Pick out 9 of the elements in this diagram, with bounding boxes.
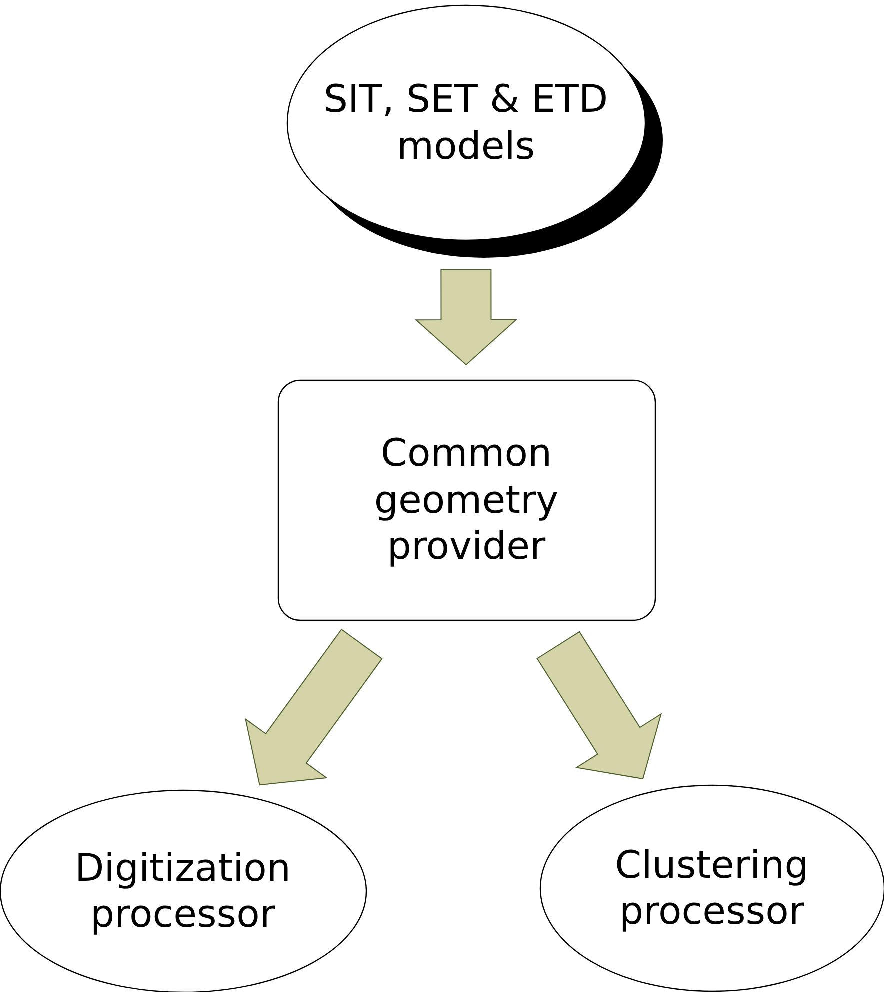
- ellipse-node: [287, 5, 664, 259]
- block-arrow: [244, 628, 383, 786]
- process-box: [278, 380, 656, 621]
- node-label: SIT, SET & ETD models: [322, 76, 610, 169]
- node-label: Clustering processor: [614, 842, 810, 934]
- node-label: Common geometry provider: [373, 430, 560, 570]
- node-label: Digitization processor: [74, 844, 292, 938]
- block-arrow: [414, 269, 518, 366]
- block-arrow: [536, 631, 662, 780]
